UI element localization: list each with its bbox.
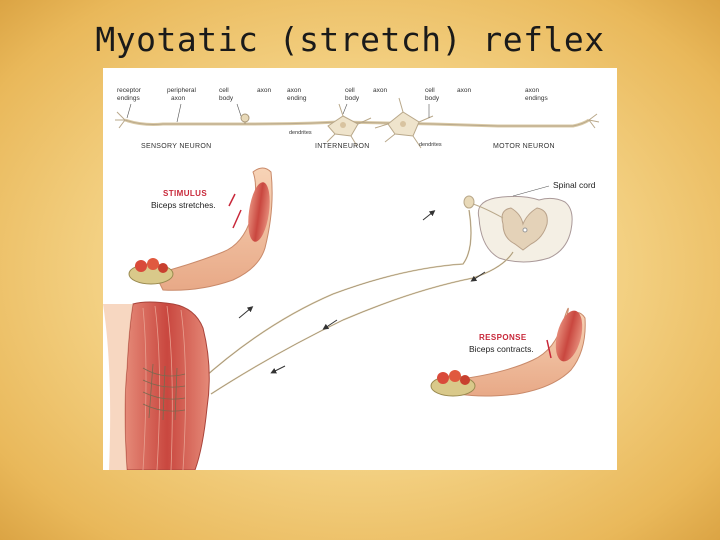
contract-arrow xyxy=(546,339,552,359)
cellbody3-label-2: body xyxy=(425,95,440,102)
response-text: Biceps contracts. xyxy=(469,344,534,354)
svg-text:body: body xyxy=(345,95,360,102)
neuron-strip: receptor endings peripheral axon cell bo… xyxy=(115,87,600,150)
axon1-label: axon xyxy=(257,87,271,94)
svg-text:body: body xyxy=(425,95,440,102)
dendrites-label-2: dendrites xyxy=(419,142,442,148)
peripheral-label-2: axon xyxy=(171,95,185,102)
cellbody1-label-1: cell xyxy=(219,87,229,94)
cellbody2-label-2: body xyxy=(345,95,360,102)
axonendings2-label-1: axon xyxy=(525,87,539,94)
spinal-cord: Spinal cord xyxy=(463,180,596,263)
motor-cell-body xyxy=(374,97,434,149)
dendrites-label-1: dendrites xyxy=(289,130,312,136)
cellbody1-label-2: body xyxy=(219,95,234,102)
sensory-neuron-label: SENSORY NEURON xyxy=(141,143,211,150)
interneuron-cell-body xyxy=(326,103,372,147)
receptor-label-1: receptor xyxy=(117,87,142,94)
nerve-fibres xyxy=(196,209,514,395)
sensory-cell-body xyxy=(240,113,250,123)
muscle-detail xyxy=(103,301,210,470)
reflex-diagram: receptor endings peripheral axon cell bo… xyxy=(103,87,600,470)
receptor-label-2: endings xyxy=(117,95,141,102)
dorsal-root-ganglion xyxy=(463,195,475,209)
svg-text:endings: endings xyxy=(117,95,141,102)
interneuron-label: INTERNEURON xyxy=(315,143,370,150)
response-heading: RESPONSE xyxy=(479,333,527,342)
flow-arrows xyxy=(238,210,486,374)
axonending1-label-1: axon xyxy=(287,87,301,94)
stimulus-text: Biceps stretches. xyxy=(151,200,216,210)
svg-text:axon: axon xyxy=(287,87,301,94)
axonendings2-label-2: endings xyxy=(525,95,549,102)
muscle-spindle xyxy=(142,363,186,421)
axon-endings-shape xyxy=(588,113,600,129)
stimulus-arm: STIMULUS Biceps stretches. xyxy=(128,167,273,291)
svg-text:peripheral: peripheral xyxy=(167,87,196,94)
svg-text:receptor: receptor xyxy=(117,87,142,94)
axon3-label: axon xyxy=(457,87,471,94)
svg-text:ending: ending xyxy=(287,95,307,102)
peripheral-label-1: peripheral xyxy=(167,87,196,94)
cellbody3-label-1: cell xyxy=(425,87,435,94)
motor-neuron-label: MOTOR NEURON xyxy=(493,143,555,150)
response-arm: RESPONSE Biceps contracts. xyxy=(430,307,586,397)
axonending1-label-2: ending xyxy=(287,95,307,102)
slide-title: Myotatic (stretch) reflex xyxy=(95,20,605,59)
svg-text:endings: endings xyxy=(525,95,549,102)
stimulus-heading: STIMULUS xyxy=(163,189,207,198)
svg-text:body: body xyxy=(219,95,234,102)
spinal-cord-label: Spinal cord xyxy=(553,180,596,190)
receptor-endings-shape xyxy=(115,111,126,129)
stretch-arrow xyxy=(228,193,242,229)
axon2-label: axon xyxy=(373,87,387,94)
cellbody2-label-1: cell xyxy=(345,87,355,94)
svg-text:cell: cell xyxy=(345,87,355,94)
svg-text:axon: axon xyxy=(171,95,185,102)
svg-text:cell: cell xyxy=(219,87,229,94)
reflex-figure: receptor endings peripheral axon cell bo… xyxy=(103,68,617,470)
svg-text:cell: cell xyxy=(425,87,435,94)
svg-text:axon: axon xyxy=(525,87,539,94)
